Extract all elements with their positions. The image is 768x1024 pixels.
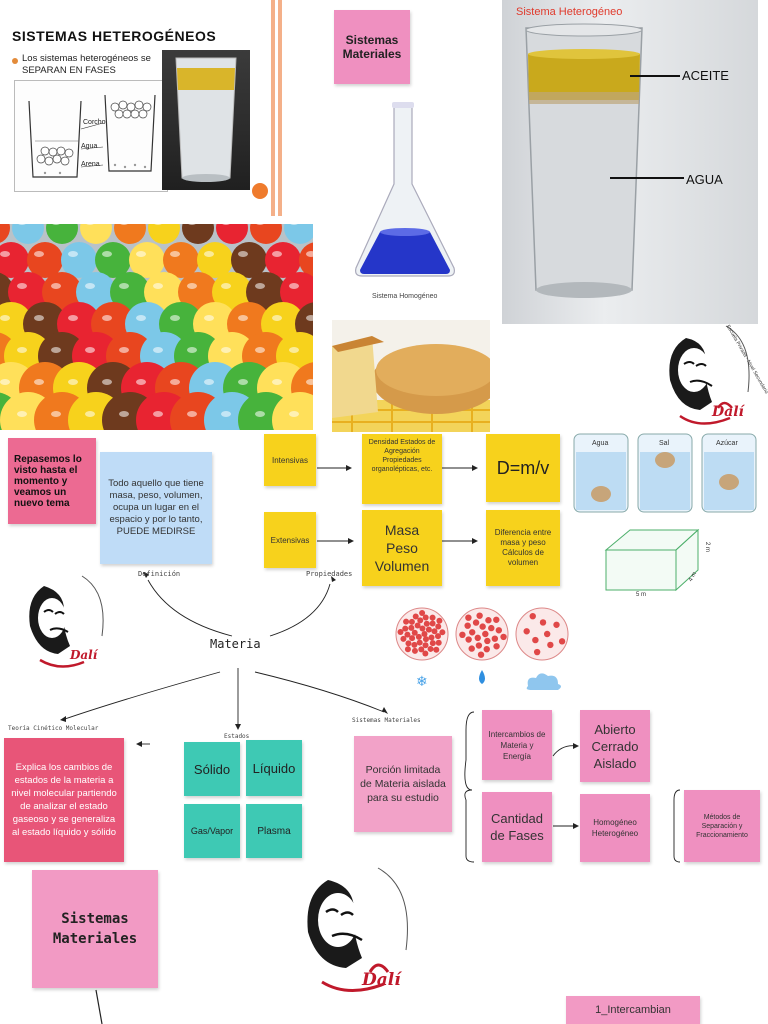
particles-drawing: ❄ — [395, 607, 569, 690]
panel-title: SISTEMAS HETEROGÉNEOS — [12, 28, 217, 44]
sponge-cake-photo — [332, 320, 490, 432]
density-jars: Agua Sal Azúcar — [572, 430, 758, 514]
phase-types-note: Homogéneo Heterogéneo — [580, 794, 650, 862]
dali-portrait-icon — [307, 867, 408, 993]
colored-candies-photo — [0, 224, 313, 430]
orange-divider — [271, 0, 275, 216]
flask-caption: Sistema Homogéneo — [372, 293, 438, 300]
systems-note: Porción limitada de Materia aislada para… — [354, 736, 452, 832]
exchange-note: Intercambios de Materia y Energía — [482, 710, 552, 780]
school-logo: Escuela Privada · Nivel Secundario Dalí — [660, 322, 768, 432]
school-logo: Dalí — [22, 574, 112, 674]
beaker-sketch-drawing — [28, 94, 156, 178]
exchange-types-note: Abierto Cerrado Aislado — [580, 710, 650, 782]
kinetic-note: Explica los cambios de estados de la mat… — [4, 738, 124, 862]
extensivas-list-note: Masa Peso Volumen — [362, 510, 442, 586]
heterogeneous-glass-photo: Sistema Heterogéneo ACEITE AGUA — [502, 0, 758, 324]
label-corcho: Corcho — [83, 119, 106, 126]
phases-note: Cantidad de Fases — [482, 792, 552, 862]
state-gas: Gas/Vapor — [184, 804, 240, 858]
properties-label: Propiedades — [306, 570, 353, 578]
states-particles: ❄ — [394, 606, 572, 692]
big-glass-drawing — [525, 23, 684, 298]
orange-dot-icon — [252, 183, 268, 199]
systems-label: Sistemas Materiales — [352, 717, 421, 724]
oil-water-glass-photo — [162, 50, 250, 190]
definition-note: Todo aquello que tiene masa, peso, volum… — [100, 452, 212, 564]
svg-text:❄: ❄ — [416, 673, 428, 689]
small-glass-drawing — [175, 57, 237, 182]
jar-label-agua: Agua — [592, 440, 609, 447]
methods-note: Métodos de Separación y Fraccionamiento — [684, 790, 760, 862]
dali-portrait-icon — [29, 575, 104, 668]
volume-box: 5 m 4 m 2 m — [600, 524, 730, 604]
dali-portrait-icon — [669, 325, 750, 425]
states-label: Estados — [224, 733, 250, 740]
state-solid: Sólido — [184, 742, 240, 796]
erlenmeyer-flask-icon — [350, 100, 460, 280]
density-formula-note: D=m/v — [486, 434, 560, 502]
state-liquid: Líquido — [246, 740, 302, 796]
label-arena: Arena — [81, 161, 100, 168]
heterogeneous-panel: SISTEMAS HETEROGÉNEOS Los sistemas heter… — [0, 0, 268, 216]
state-plasma: Plasma — [246, 804, 302, 858]
jar-label-sal: Sal — [659, 440, 670, 447]
box-dim-length: 5 m — [636, 592, 647, 598]
materia-center: Materia — [210, 637, 261, 651]
label-aceite: ACEITE — [682, 68, 729, 83]
school-logo: Dalí — [296, 862, 420, 1004]
bullet-dot-icon — [12, 58, 18, 64]
logo-signature: Dalí — [712, 404, 744, 420]
logo-signature: Dalí — [362, 970, 401, 990]
cake-drawing — [332, 336, 490, 432]
label-agua: Agua — [81, 143, 98, 150]
jar-label-azucar: Azúcar — [716, 440, 738, 447]
panel-bullet: Los sistemas heterogéneos se SEPARAN EN … — [22, 53, 151, 76]
intensivas-list-note: Densidad Estados de Agregación Propiedad… — [362, 434, 442, 504]
box-drawing — [604, 528, 700, 592]
bottom-sistemas-note: Sistemas Materiales — [32, 870, 158, 988]
extensivas-diff-note: Diferencia entre masa y peso Cálculos de… — [486, 510, 560, 586]
jars-drawing — [573, 433, 757, 513]
orange-divider — [278, 0, 282, 216]
sistemas-materiales-note: Sistemas Materiales — [334, 10, 410, 84]
candies-drawing — [0, 224, 313, 430]
label-agua: AGUA — [686, 172, 723, 187]
extensivas-note: Extensivas — [264, 512, 316, 568]
intensivas-note: Intensivas — [264, 434, 316, 486]
logo-signature: Dalí — [70, 648, 98, 662]
beaker-sketch: Corcho Agua Arena — [14, 80, 168, 192]
review-note: Repasemos lo visto hasta el momento y ve… — [8, 438, 96, 524]
kinetic-label: Teoría Cinético Molecular — [8, 725, 99, 732]
photo-title: Sistema Heterogéneo — [516, 6, 623, 18]
bottom-exchange-note: 1_Intercambian — [566, 996, 700, 1024]
definition-label: Definición — [138, 570, 181, 578]
